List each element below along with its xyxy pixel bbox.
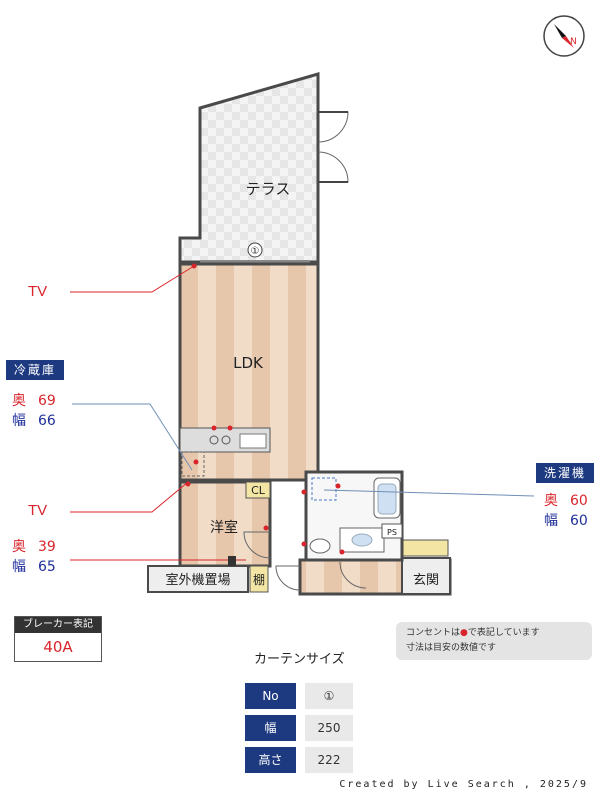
room-measure-depth: 奥 39 — [12, 538, 56, 556]
washer-title: 洗濯機 — [536, 463, 594, 483]
curtain-row-no: No ① — [245, 683, 355, 709]
outlet-markers — [185, 263, 345, 555]
washer-width-value: 60 — [570, 513, 588, 529]
room-width-label: 幅 — [12, 559, 26, 575]
entrance-area — [401, 557, 451, 595]
room-label-outdoor-unit: 室外機置場 — [165, 572, 230, 588]
room-label-ps: PS — [387, 528, 397, 537]
breaker-title: ブレーカー表記 — [15, 617, 101, 633]
fridge-width: 幅 66 — [12, 412, 56, 430]
compass-icon: N — [543, 15, 585, 57]
curtain-value-width: 250 — [305, 715, 353, 741]
toilet — [309, 538, 331, 554]
washer-leader-line — [323, 489, 535, 497]
fridge-depth: 奥 69 — [12, 392, 56, 410]
room-label-shelf: 棚 — [253, 572, 265, 587]
terrace-door-swing — [317, 111, 349, 143]
breaker-value: 40A — [43, 638, 73, 656]
washer-depth-value: 60 — [570, 493, 588, 509]
room-label-western: 洋室 — [210, 519, 238, 536]
washer-width: 幅 60 — [544, 512, 588, 530]
washer-space — [311, 477, 337, 501]
fridge-depth-label: 奥 — [12, 393, 26, 409]
room-label-ldk: LDK — [233, 354, 264, 372]
tv-leader-line-1 — [70, 265, 195, 293]
fridge-leader-line — [72, 403, 193, 471]
curtain-key-width: 幅 — [245, 715, 296, 741]
room-label-entrance: 玄関 — [413, 573, 439, 588]
curtain-value-height: 222 — [305, 747, 353, 773]
curtain-key-no: No — [245, 683, 296, 709]
fridge-title: 冷蔵庫 — [6, 360, 64, 380]
breaker-box: ブレーカー表記 40A — [14, 616, 102, 662]
legend-note-line-1: コンセントは●で表記しています — [406, 628, 540, 638]
curtain-value-no: ① — [305, 683, 353, 709]
fridge-width-label: 幅 — [12, 413, 26, 429]
room-label-closet: CL — [251, 484, 266, 497]
curtain-row-height: 高さ 222 — [245, 747, 355, 773]
legend-note: コンセントは●で表記しています 寸法は目安の数値です — [396, 622, 592, 660]
window-number-label: ① — [251, 246, 260, 257]
compass-north-label: N — [570, 37, 577, 47]
terrace-area — [178, 72, 320, 264]
closet-area — [245, 481, 271, 499]
fridge-depth-value: 69 — [38, 393, 56, 409]
fridge-width-value: 66 — [38, 413, 56, 429]
washer-depth-label: 奥 — [544, 493, 558, 509]
room-measure-width: 幅 65 — [12, 558, 56, 576]
tv-label-western: TV — [28, 502, 48, 519]
curtain-row-width: 幅 250 — [245, 715, 355, 741]
shelf-area — [249, 565, 269, 593]
washer-width-label: 幅 — [544, 513, 558, 529]
outdoor-unit-area — [147, 565, 249, 593]
curtain-key-height: 高さ — [245, 747, 296, 773]
tv-label-ldk: TV — [28, 283, 48, 300]
credit-line: Created by Live Search , 2025/9 — [339, 779, 588, 790]
room-depth-label: 奥 — [12, 539, 26, 555]
washer-depth: 奥 60 — [544, 492, 588, 510]
room-depth-value: 39 — [38, 539, 56, 555]
ps-box — [381, 523, 403, 539]
outlet-marker-icon: ● — [460, 628, 468, 638]
room-label-terrace: テラス — [246, 180, 291, 198]
tv-leader-line-2 — [70, 481, 189, 513]
room-width-value: 65 — [38, 559, 56, 575]
legend-note-line-2: 寸法は目安の数値です — [406, 643, 497, 653]
curtain-size-title: カーテンサイズ — [254, 652, 345, 667]
